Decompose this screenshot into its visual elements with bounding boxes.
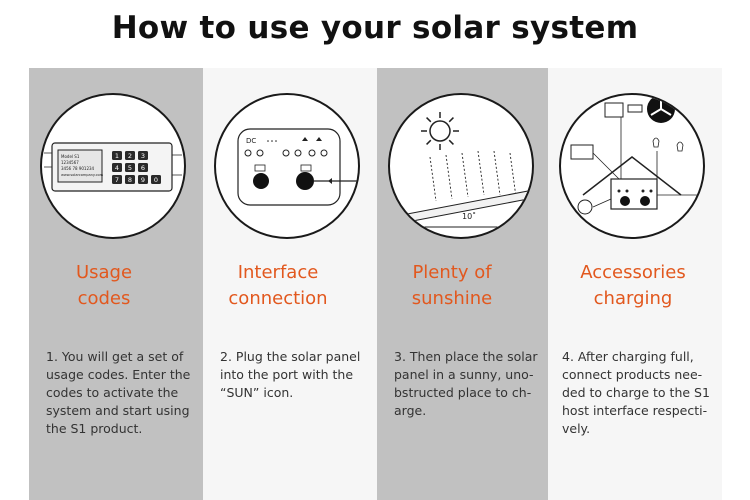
keypad-key	[112, 163, 122, 172]
step-description: 4. After charging full, connect products…	[562, 348, 710, 438]
step-heading: Usage codes	[29, 260, 179, 312]
step-heading-line: Interface	[237, 262, 319, 283]
keypad-key	[125, 163, 135, 172]
keypad-key	[151, 175, 161, 184]
step-illustration: Model S1 1234567 3456 78 901234 www.sola…	[40, 93, 186, 239]
step-description-line: connect products nee-	[562, 367, 703, 382]
keypad-screen-line: www.solarcompany.com	[61, 173, 104, 177]
sunlight-beam	[493, 150, 501, 196]
step-heading: Accessories charging	[548, 260, 718, 312]
step-description-line: codes to activate the	[46, 385, 179, 400]
step-description-line: ded to charge to the S1	[562, 385, 710, 400]
keypad-key	[112, 175, 122, 184]
keypad-screen-line: 3456 78 901234	[61, 166, 95, 171]
step-heading-line: charging	[593, 288, 673, 309]
keypad-key-label: 4	[115, 164, 119, 172]
step-description-line: 2. Plug the solar panel	[220, 349, 361, 364]
step-description-line: usage codes. Enter the	[46, 367, 191, 382]
step-card-usage-codes: Model S1 1234567 3456 78 901234 www.sola…	[29, 68, 203, 500]
step-heading-line: sunshine	[411, 288, 493, 309]
svg-text:DC: DC	[246, 137, 256, 145]
keypad-key	[125, 175, 135, 184]
step-description: 3. Then place the solar panel in a sunny…	[394, 348, 540, 420]
step-card-interface-connection: DC Interface connection	[203, 68, 377, 500]
sun-ray	[448, 117, 454, 123]
step-card-plenty-of-sunshine: 10˚ Plenty of sunshine 3. Then place the…	[377, 68, 551, 500]
sun-ray	[448, 139, 454, 145]
step-description-line: the S1 product.	[46, 421, 143, 436]
keypad-key-label: 5	[128, 164, 132, 172]
step-heading-line: codes	[77, 288, 131, 309]
keypad-key-label: 0	[154, 176, 158, 184]
sunlight-beam	[429, 156, 437, 202]
step-description-line: 3. Then place the solar	[394, 349, 538, 364]
keypad-screen-line: Model S1	[61, 154, 80, 159]
keypad-key-label: 2	[128, 152, 132, 160]
keypad-key-label: 9	[141, 176, 145, 184]
sun-icon: 10˚	[401, 112, 529, 228]
sunlight-beam	[445, 154, 453, 200]
step-description-line: host interface respecti-	[562, 403, 708, 418]
step-description: 2. Plug the solar panel into the port wi…	[220, 348, 366, 402]
keypad-screen-line: 1234567	[61, 160, 79, 165]
step-description-line: 1. You will get a set of	[46, 349, 184, 364]
step-heading-line: Usage	[75, 262, 133, 283]
step-illustration: 10˚	[388, 93, 534, 239]
step-heading-line: connection	[228, 288, 328, 309]
keypad-keys: 1 2 3 4 5 6 7 8 9 0	[112, 151, 161, 184]
step-description-line: into the port with the	[220, 367, 354, 382]
keypad-key-label: 6	[141, 164, 145, 172]
keypad-key-label: 7	[115, 176, 119, 184]
sunlight-beam	[477, 150, 485, 196]
step-card-accessories-charging: Accessories charging 4. After charging f…	[548, 68, 722, 500]
keypad-key	[138, 151, 148, 160]
step-description: 1. You will get a set of usage codes. En…	[46, 348, 192, 438]
tilt-angle-label: 10˚	[462, 211, 476, 221]
keypad-key	[125, 151, 135, 160]
step-description-line: “SUN” icon.	[220, 385, 294, 400]
keypad-key-label: 3	[141, 152, 145, 160]
sun-ray	[426, 139, 432, 145]
keypad-icon: Model S1 1234567 3456 78 901234 www.sola…	[44, 142, 182, 192]
step-description-line: panel in a sunny, uno-	[394, 367, 534, 382]
sunlight-beam	[509, 152, 517, 198]
step-heading: Interface connection	[203, 260, 353, 312]
step-description-line: vely.	[562, 421, 591, 436]
sunlight-beam	[461, 152, 469, 198]
step-description-line: 4. After charging full,	[562, 349, 694, 364]
keypad-key-label: 8	[128, 176, 132, 184]
keypad-key	[138, 163, 148, 172]
step-description-line: system and start using	[46, 403, 190, 418]
step-description-line: arge.	[394, 403, 427, 418]
page-title: How to use your solar system	[111, 10, 639, 46]
panel-ports-icon: DC	[237, 128, 358, 206]
accessories-icon	[570, 95, 701, 215]
step-illustration	[559, 93, 705, 239]
step-illustration: DC	[214, 93, 360, 239]
sun-ray	[426, 117, 432, 123]
step-heading: Plenty of sunshine	[377, 260, 527, 312]
keypad-key	[138, 175, 148, 184]
keypad-key-label: 1	[115, 152, 119, 160]
step-description-line: bstructed place to ch-	[394, 385, 532, 400]
keypad-key	[112, 151, 122, 160]
step-heading-line: Accessories	[580, 262, 686, 283]
step-heading-line: Plenty of	[412, 262, 492, 283]
